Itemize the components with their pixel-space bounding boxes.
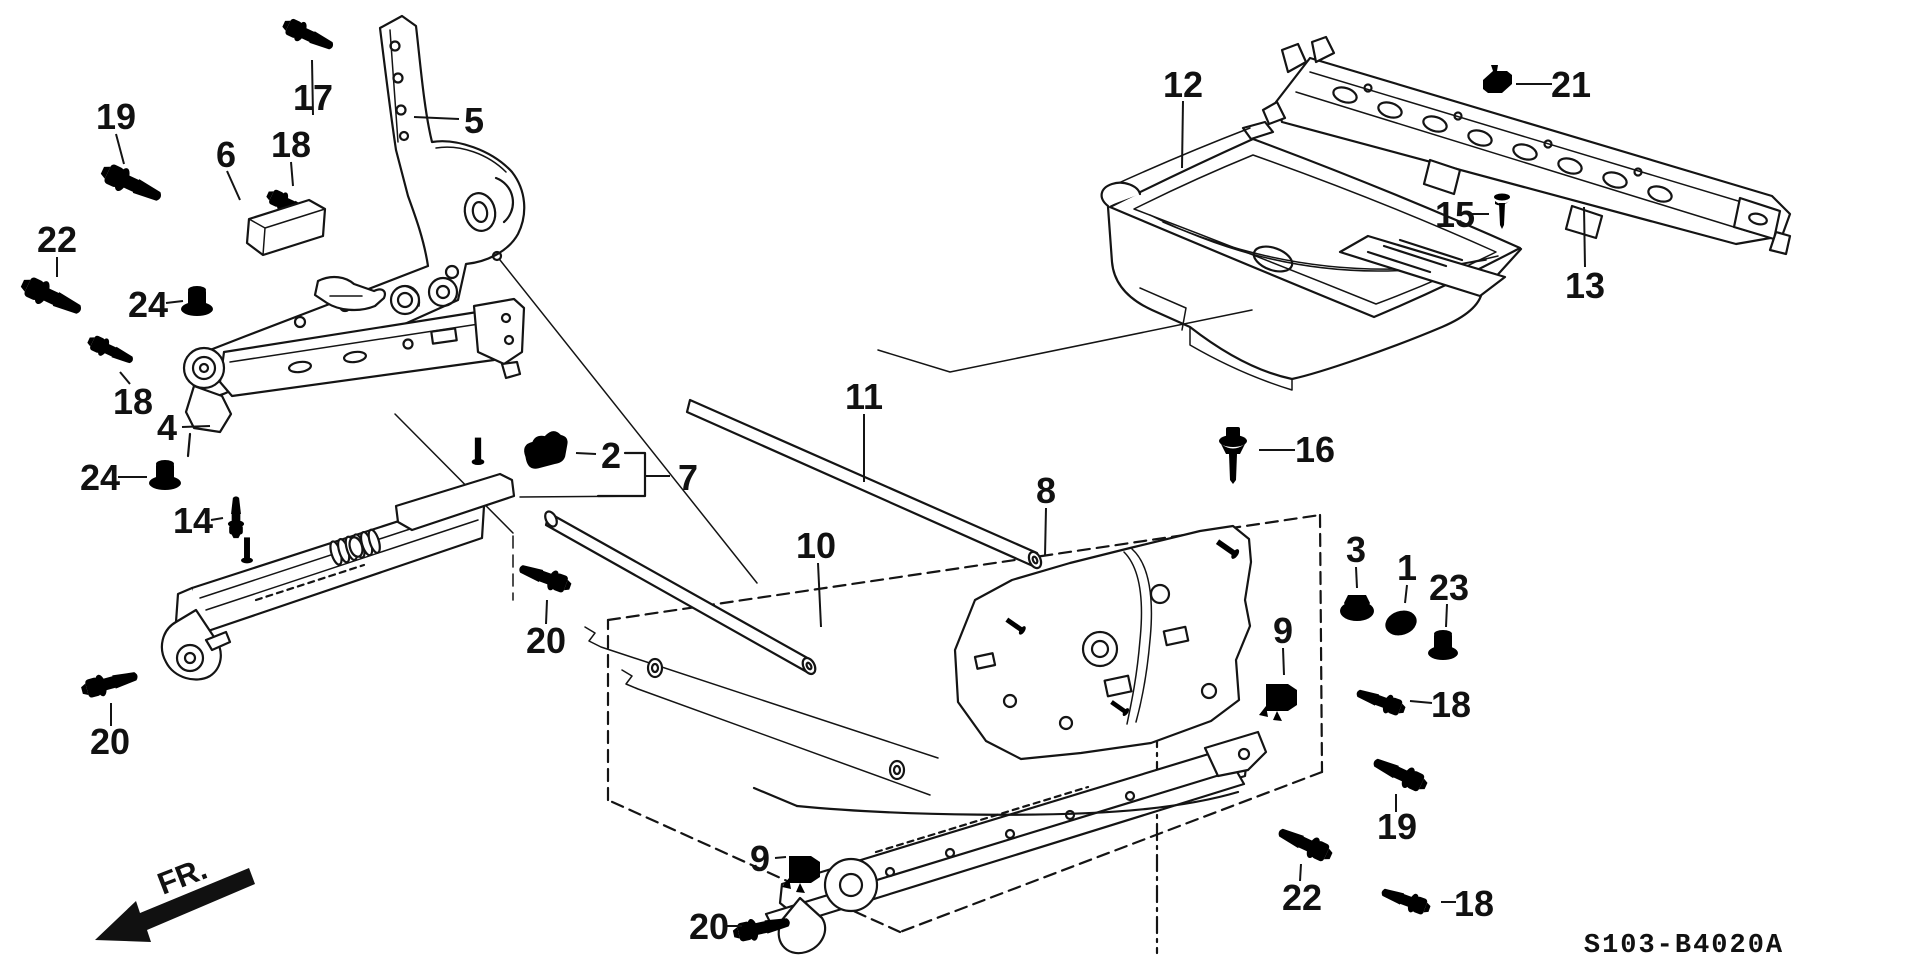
part-callout-20: 20 — [90, 721, 130, 762]
callout-leader-10 — [817, 562, 822, 628]
part-callout-8: 8 — [1036, 470, 1056, 511]
part-callout-5: 5 — [464, 100, 484, 141]
bolt-19-right — [1369, 751, 1431, 797]
part-callout-18: 18 — [113, 381, 153, 422]
part-callout-22: 22 — [1282, 877, 1322, 918]
leader-lines — [56, 59, 1586, 927]
callout-leader-1 — [1404, 584, 1408, 604]
screw-15 — [1494, 193, 1510, 229]
nut-3 — [1340, 595, 1374, 621]
callout-leader-8 — [1044, 507, 1047, 557]
callout-leader-24 — [165, 300, 184, 304]
callout-bracket-2-7 — [596, 451, 647, 498]
part-callout-13: 13 — [1565, 265, 1605, 306]
callout-leader-14 — [210, 517, 224, 521]
seat-back-frame — [189, 14, 526, 398]
bushing-1 — [1380, 602, 1420, 640]
stud-front — [241, 537, 253, 564]
callout-leader-19 — [115, 133, 125, 165]
part-callout-18: 18 — [271, 124, 311, 165]
part-callout-6: 6 — [216, 134, 236, 175]
callout-leader-6 — [226, 170, 241, 201]
callout-leader-3 — [1355, 566, 1358, 589]
part-callout-10: 10 — [796, 525, 836, 566]
construction-lines — [394, 259, 1253, 601]
bolt-22-left — [17, 272, 86, 322]
rear-frame — [1261, 35, 1792, 256]
part-callout-12: 12 — [1163, 64, 1203, 105]
callout-leader-17 — [311, 59, 314, 116]
clip-21 — [1483, 65, 1512, 93]
part-callout-4: 4 — [157, 407, 177, 448]
bolt-14 — [227, 496, 245, 539]
part-callout-18: 18 — [1454, 883, 1494, 924]
callout-leader-18 — [1409, 700, 1433, 704]
clamp-2 — [521, 429, 571, 470]
fr-arrow-icon — [95, 868, 255, 942]
callout-leader-4 — [181, 425, 211, 428]
connecting-rods — [544, 398, 1043, 676]
part-callout-14: 14 — [173, 500, 213, 541]
callout-leader-2 — [575, 452, 597, 455]
bolt-20-b — [516, 558, 574, 597]
part-callout-20: 20 — [689, 906, 729, 947]
callout-leader-5 — [413, 116, 460, 120]
nut-24-b — [149, 460, 181, 490]
callout-leader-9 — [1282, 647, 1285, 676]
part-callout-3: 3 — [1346, 529, 1366, 570]
callout-leader-18 — [290, 161, 294, 187]
part-callout-18: 18 — [1431, 684, 1471, 725]
bolt-20-a — [79, 665, 141, 702]
clip-9-right — [1259, 684, 1297, 721]
fr-direction-indicator: FR. — [95, 851, 255, 942]
part-callout-24: 24 — [80, 457, 120, 498]
part-callout-22: 22 — [37, 219, 77, 260]
part-callout-24: 24 — [128, 284, 168, 325]
nut-24-a — [181, 286, 213, 316]
part-callout-11: 11 — [845, 376, 883, 417]
part-callout-19: 19 — [1377, 806, 1417, 847]
bolt-18-b — [84, 331, 137, 370]
part-callout-23: 23 — [1429, 567, 1469, 608]
part-callout-9: 9 — [750, 838, 770, 879]
bolt-22-right — [1274, 821, 1336, 867]
callout-leader-9 — [774, 856, 787, 859]
right-slide-assembly — [584, 524, 1268, 955]
part-callout-2: 2 — [601, 435, 621, 476]
callout-leader-18 — [119, 371, 131, 385]
upper-slide-rail — [182, 297, 526, 458]
part-callout-16: 16 — [1295, 429, 1335, 470]
bolt-19-left — [97, 159, 166, 209]
callout-leader-20 — [545, 599, 548, 625]
part-callout-19: 19 — [96, 96, 136, 137]
bolt-17 — [279, 14, 338, 57]
part-callout-20: 20 — [526, 620, 566, 661]
part-callout-9: 9 — [1273, 610, 1293, 651]
diagram-code: S103-B4020A — [1584, 931, 1784, 959]
callout-leader-13 — [1583, 206, 1586, 268]
callout-leader-12 — [1181, 100, 1184, 169]
part-callout-1: 1 — [1397, 547, 1417, 588]
recliner-cover — [245, 198, 327, 257]
storage-tray — [1100, 120, 1523, 391]
nut-23 — [1428, 630, 1458, 660]
callout-leader-23 — [1445, 603, 1448, 628]
bolt-18-e — [1378, 882, 1433, 919]
part-callout-7: 7 — [678, 457, 698, 498]
part-callout-21: 21 — [1551, 64, 1591, 105]
part-callout-17: 17 — [293, 77, 333, 118]
stud-rear — [471, 437, 485, 466]
screw-16 — [1219, 427, 1247, 484]
callout-leader-22 — [1299, 863, 1302, 882]
lower-slide-rail — [160, 472, 646, 681]
part-callout-15: 15 — [1435, 194, 1475, 235]
bolt-18-d — [1353, 683, 1408, 720]
